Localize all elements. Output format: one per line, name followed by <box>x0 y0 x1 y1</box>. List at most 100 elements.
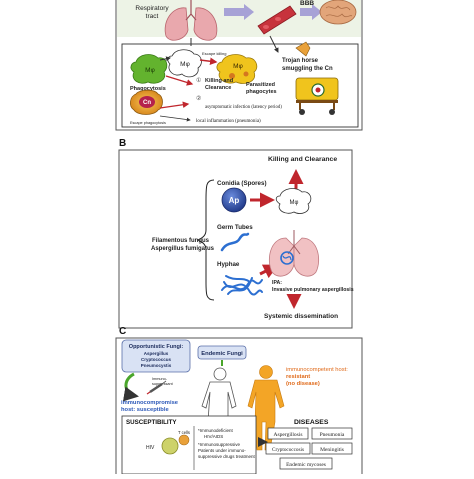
arrow-green-to-killing <box>165 75 194 86</box>
morphology-bracket <box>196 179 215 301</box>
disease-box-pneumonia <box>311 427 353 440</box>
inflammation-label: local inflammation (pneumonia) <box>196 119 261 124</box>
panel-b-frame <box>118 149 353 329</box>
syringe-icon <box>146 380 167 395</box>
arrow-lung-to-vessel <box>224 4 254 20</box>
trojan-horse-icon <box>295 41 339 115</box>
bullet-1: *Immunodeficient <box>198 428 234 433</box>
panel-b: B Killing and Clearance Conidia (Spores)… <box>118 138 354 329</box>
respiratory-tract-label: Respiratory <box>135 5 169 12</box>
cn-label: Cn <box>143 100 151 106</box>
brain-icon <box>319 0 357 25</box>
diseases-title: DISEASES <box>294 419 329 426</box>
panel-a: Respiratory tract BBB Mφ Mφ <box>115 0 363 131</box>
hiv-virus-icon <box>161 437 179 455</box>
susceptibility-title: SUSCEPTIBILITY <box>126 419 177 426</box>
killing-clearance-label: Killing and <box>205 78 233 84</box>
escape-killing-label: Escape killing <box>202 51 226 56</box>
macrophage-label-1: Mφ <box>145 67 155 74</box>
parasitized-label: Parasitized <box>246 82 275 88</box>
arrow-green-to-white <box>159 56 171 62</box>
disease-box-endemic-mycoses <box>279 457 333 470</box>
opportunistic-title: Opportunistic Fungi: <box>129 344 184 350</box>
opportunistic-item-3: Pneumocystis <box>141 363 172 368</box>
aspergillus-spore <box>221 187 247 213</box>
susceptibility-box <box>121 415 257 475</box>
panel-a-top-band <box>117 0 361 37</box>
disease-cryptococcosis: Cryptococcosis <box>272 447 304 453</box>
macrophage-label-2: Mφ <box>180 61 190 68</box>
macrophage-white <box>167 49 202 78</box>
disease-aspergillosis: Aspergillosis <box>274 432 303 438</box>
hiv-label: HIV <box>146 445 155 451</box>
immunosuppressant-label: Immuno- <box>152 377 168 381</box>
escape-phagocytosis-label: Escape phagocytosis <box>130 121 166 125</box>
endemic-label: Endemic Fungi <box>201 351 243 357</box>
hyphae-icon <box>221 275 263 296</box>
disease-pneumonia: Pneumonia <box>320 432 345 438</box>
t-cells-label: T cells <box>178 430 190 435</box>
bullet-5: suppressive drugs treatment <box>198 454 256 459</box>
blood-vessel-icon <box>257 5 297 35</box>
killing-clearance-title: Killing and Clearance <box>268 156 337 163</box>
hyphae-label: Hyphae <box>217 261 240 268</box>
immunocompromised-label-2: host: susceptible <box>121 407 169 413</box>
ipa-label-2: Invasive pulmonary aspergillosis <box>272 287 354 293</box>
immunosuppressant-label-2: suppressant <box>152 382 174 386</box>
macrophage-label-3: Mφ <box>233 63 243 70</box>
internal-yeast-2 <box>243 71 249 77</box>
immunocompetent-label: immunocompetent host: <box>286 367 348 373</box>
germ-tube-icon <box>220 232 250 252</box>
lungs-icon <box>164 0 218 41</box>
arrow-vessel-to-brain <box>300 4 322 20</box>
arrow-to-inflammation <box>159 115 191 122</box>
phagocytosis-label: Phagocytosis <box>130 86 166 92</box>
disease-meningitis: Meningitis <box>320 447 344 453</box>
trojan-horse-label-2: smuggling the Cn <box>282 66 333 72</box>
disease-box-meningitis <box>311 442 353 455</box>
disease-endemic-mycoses: Endemic mycoses <box>286 462 326 468</box>
systemic-dissemination-label: Systemic dissemination <box>264 313 338 320</box>
ap-label: Ap <box>229 196 240 205</box>
germ-tubes-label: Germ Tubes <box>217 224 253 231</box>
human-resistant-icon <box>247 365 285 451</box>
t-cell-icon <box>178 434 190 446</box>
step-1-marker: ① <box>196 77 201 84</box>
respiratory-tract-label-2: tract <box>146 13 159 20</box>
disease-box-cryptococcosis <box>265 442 311 455</box>
filamentous-label: Filamentous fungus <box>152 238 210 244</box>
step-2-marker: ② <box>196 95 201 102</box>
arrow-mphi-to-parasitized <box>199 57 218 65</box>
trojan-horse-label: Trojan horse <box>282 58 319 64</box>
macrophage-b <box>275 188 312 214</box>
ipa-label: IPA: <box>272 280 282 286</box>
macrophage-green <box>130 54 168 84</box>
bullet-4: Patients under immuno- <box>198 448 246 453</box>
panel-b-label: B <box>119 138 126 149</box>
opportunistic-item-2: Cryptococcus <box>141 357 172 362</box>
immunocompetent-label-3: (no disease) <box>286 381 320 387</box>
parasitized-label-2: phagocytes <box>246 89 277 95</box>
killing-clearance-label-2: Clearance <box>205 85 231 91</box>
internal-yeast-1 <box>229 73 235 79</box>
immunocompetent-label-2: resistant <box>286 374 310 380</box>
arrow-cn-to-step <box>159 101 190 109</box>
opportunistic-item-1: Aspergillus <box>144 351 169 356</box>
filamentous-label-2: Aspergillus fumigatus <box>151 246 215 252</box>
asymptomatic-label: asymptomatic infection (latency period) <box>205 105 282 110</box>
conidia-label: Conidia (Spores) <box>217 180 267 187</box>
lungs-b-icon <box>269 230 319 277</box>
mphi-b-label: Mφ <box>290 200 299 206</box>
bbb-label: BBB <box>300 0 314 7</box>
panel-c: C Opportunistic Fungi: Aspergillus Crypt… <box>115 326 363 479</box>
arrow-to-susceptible <box>122 372 139 402</box>
cn-capsule <box>139 96 155 108</box>
bullet-2: HIV/AIDS <box>204 434 223 439</box>
vessel-to-trojan-arrow <box>269 35 279 53</box>
disease-box-aspergillosis <box>267 427 309 440</box>
endemic-box <box>197 345 247 360</box>
opportunistic-box <box>121 339 191 373</box>
immunocompromised-label: immunocompromise <box>121 400 179 406</box>
panel-c-label: C <box>119 326 126 337</box>
